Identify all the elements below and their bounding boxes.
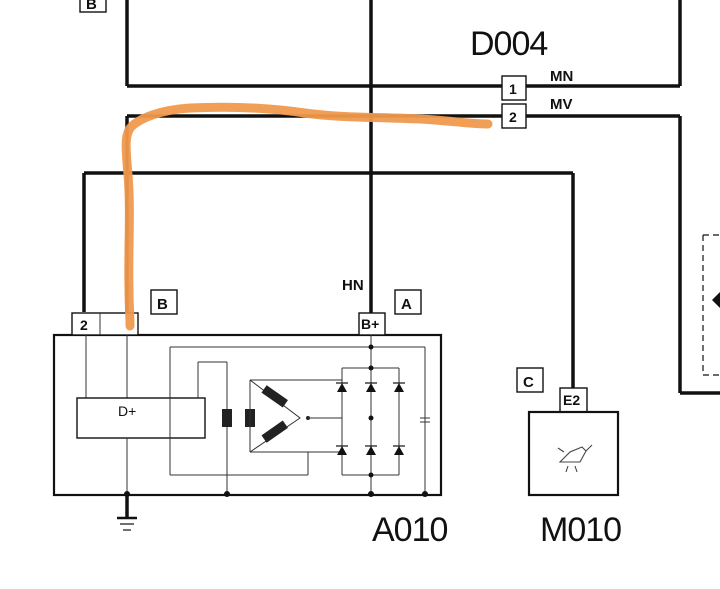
- d004-label: D004: [470, 25, 547, 63]
- m010-body: [527, 410, 620, 497]
- right-partial-component: [702, 234, 720, 376]
- d004-pin-1-box: [501, 75, 527, 101]
- d004-pin-2-label: 2: [509, 109, 517, 125]
- wire-mv-label: MV: [550, 96, 573, 113]
- connector-b-box: [150, 289, 178, 315]
- wire-hn-label: HN: [342, 277, 364, 294]
- regulator-box: [76, 397, 206, 439]
- regulator-label: D+: [118, 403, 136, 419]
- a010-pin-2-box: [71, 312, 139, 336]
- connector-c-box: [516, 367, 544, 393]
- m010-label: M010: [540, 511, 621, 549]
- a010-pin-bplus-box: [358, 312, 386, 336]
- connector-b-top-box: [79, 0, 107, 13]
- d004-frame: [125, 0, 682, 88]
- wire-pin2-to-m010: [82, 171, 575, 388]
- a010-internal-circuit: D+: [76, 335, 430, 497]
- lamp-icon: [557, 444, 593, 473]
- a010-pin-2-label: 2: [80, 317, 88, 333]
- connector-a-label: A: [401, 296, 412, 313]
- connector-b-label: B: [157, 296, 168, 313]
- m010-pin-e2-label: E2: [563, 392, 580, 408]
- connector-b-top-label: B: [86, 0, 97, 13]
- connector-a-box: [394, 289, 422, 315]
- ground-icon: [117, 494, 137, 531]
- a010-label: A010: [372, 511, 447, 549]
- wire-mn-label: MN: [550, 68, 573, 85]
- highlight-stroke: [121, 102, 493, 331]
- a010-pin-bplus-label: B+: [361, 316, 379, 332]
- d004-pin-1-label: 1: [509, 81, 517, 97]
- connector-c-label: C: [523, 374, 534, 391]
